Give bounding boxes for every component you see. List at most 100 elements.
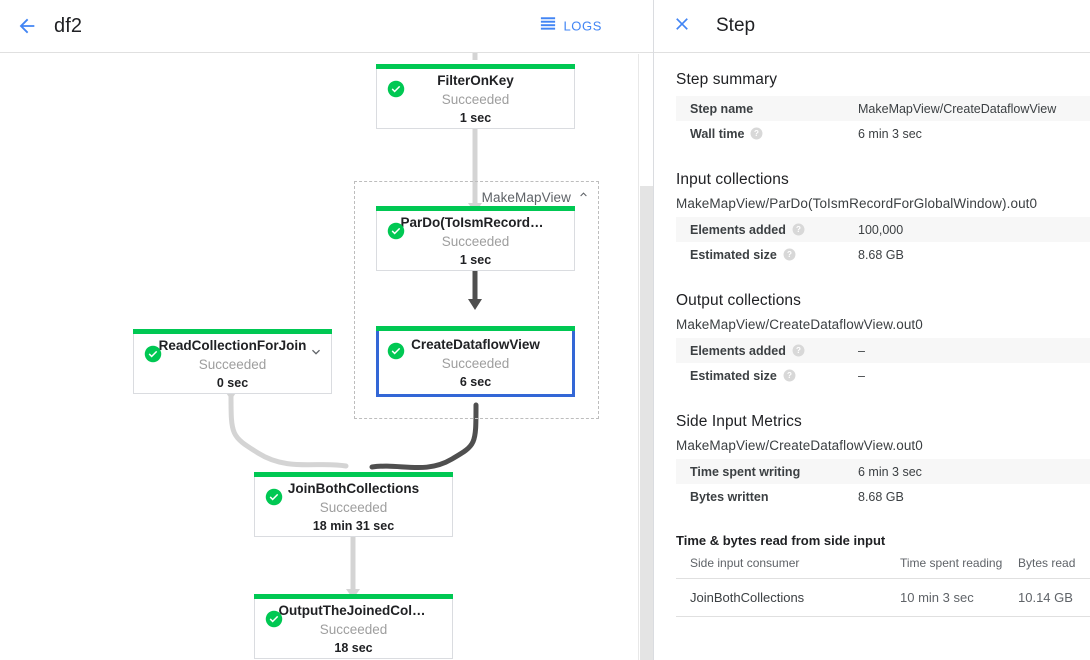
node-duration: 1 sec bbox=[459, 111, 492, 125]
node-status-bar bbox=[254, 594, 453, 599]
node-status-bar bbox=[376, 206, 575, 211]
table-row: Step name MakeMapView/CreateDataflowView bbox=[676, 96, 1090, 121]
row-key: Elements added? bbox=[676, 338, 844, 363]
node-status-bar bbox=[254, 472, 453, 477]
node-title: FilterOnKey bbox=[437, 73, 514, 88]
pane-divider bbox=[653, 0, 654, 660]
row-value: 6 min 3 sec bbox=[858, 464, 922, 479]
row-key: Step name bbox=[690, 101, 754, 116]
graph-scrollbar-thumb[interactable] bbox=[640, 186, 653, 660]
table-row: Estimated size? – bbox=[676, 363, 1090, 388]
graph-node-read-collection-for-join[interactable]: ReadCollectionForJoin Succeeded 0 sec bbox=[133, 329, 332, 394]
step-panel-header: Step bbox=[654, 0, 1090, 53]
chevron-down-icon[interactable] bbox=[308, 344, 324, 360]
graph-scrollbar[interactable] bbox=[638, 54, 653, 660]
check-circle-icon bbox=[144, 345, 162, 363]
node-status-bar bbox=[133, 329, 332, 334]
group-label: MakeMapView bbox=[481, 189, 571, 205]
logs-lines-icon bbox=[540, 16, 556, 37]
chevron-up-icon bbox=[577, 188, 590, 206]
svg-text:?: ? bbox=[796, 225, 801, 234]
job-header-bar: df2 LOGS bbox=[0, 0, 653, 53]
help-icon[interactable]: ? bbox=[792, 223, 805, 236]
help-icon[interactable]: ? bbox=[783, 369, 796, 382]
check-circle-icon bbox=[387, 342, 405, 360]
side-input-read-table-title: Time & bytes read from side input bbox=[676, 533, 886, 548]
section-heading-input-collections: Input collections bbox=[676, 171, 789, 188]
group-makemapview[interactable]: MakeMapView bbox=[354, 181, 599, 419]
close-icon bbox=[672, 14, 692, 39]
node-status: Succeeded bbox=[441, 234, 510, 249]
side-input-collection-name: MakeMapView/CreateDataflowView.out0 bbox=[676, 438, 923, 453]
node-duration: 0 sec bbox=[216, 376, 249, 390]
check-circle-icon bbox=[387, 80, 405, 98]
step-details-body: Step summary Step name MakeMapView/Creat… bbox=[654, 53, 1090, 660]
help-icon[interactable]: ? bbox=[750, 127, 763, 140]
section-heading-output-collections: Output collections bbox=[676, 292, 802, 309]
table-row: Bytes written 8.68 GB bbox=[676, 484, 1090, 509]
row-value: 8.68 GB bbox=[858, 489, 904, 504]
row-key: Bytes written bbox=[690, 489, 769, 504]
node-title: ReadCollectionForJoin bbox=[158, 338, 307, 353]
row-key: Estimated size? bbox=[676, 242, 844, 267]
row-value: – bbox=[858, 343, 865, 358]
node-status-bar bbox=[376, 64, 575, 69]
node-status: Succeeded bbox=[441, 92, 510, 107]
graph-node-pardo-toism-record-for[interactable]: ParDo(ToIsmRecordFor… Succeeded 1 sec bbox=[376, 206, 575, 271]
node-duration: 1 sec bbox=[459, 253, 492, 267]
step-details-pane: Step Step summary Step name MakeMapView/… bbox=[654, 0, 1090, 660]
table-row: Elements added? 100,000 bbox=[676, 217, 1090, 242]
node-status-bar bbox=[376, 326, 575, 331]
column-header-consumer[interactable]: Side input consumer bbox=[676, 552, 886, 579]
graph-node-create-dataflow-view[interactable]: CreateDataflowView Succeeded 6 sec bbox=[376, 326, 575, 397]
row-value: 100,000 bbox=[858, 222, 904, 237]
job-graph-pane: df2 LOGS bbox=[0, 0, 653, 660]
node-status: Succeeded bbox=[319, 500, 388, 515]
svg-text:?: ? bbox=[787, 250, 792, 259]
output-collections-table: Elements added? – Estimated size? – bbox=[676, 338, 1090, 388]
svg-text:?: ? bbox=[754, 129, 759, 138]
graph-node-filter-on-key[interactable]: FilterOnKey Succeeded 1 sec bbox=[376, 64, 575, 129]
graph-canvas[interactable]: MakeMapView bbox=[0, 53, 653, 660]
row-key: Elements added? bbox=[676, 217, 844, 242]
node-status: Succeeded bbox=[319, 622, 388, 637]
node-title: ParDo(ToIsmRecordFor… bbox=[400, 215, 551, 230]
graph-node-output-the-joined-collec[interactable]: OutputTheJoinedCollec… Succeeded 18 sec bbox=[254, 594, 453, 659]
check-circle-icon bbox=[265, 610, 283, 628]
cell-consumer: JoinBothCollections bbox=[676, 578, 886, 617]
page-title: df2 bbox=[54, 14, 83, 37]
table-row: Elements added? – bbox=[676, 338, 1090, 363]
step-summary-table: Step name MakeMapView/CreateDataflowView… bbox=[676, 96, 1090, 146]
close-button[interactable] bbox=[662, 6, 702, 46]
table-row: Wall time? 6 min 3 sec bbox=[676, 121, 1090, 146]
node-title: CreateDataflowView bbox=[411, 337, 540, 352]
node-duration: 18 min 31 sec bbox=[312, 519, 395, 533]
graph-node-join-both-collections[interactable]: JoinBothCollections Succeeded 18 min 31 … bbox=[254, 472, 453, 537]
node-status: Succeeded bbox=[441, 356, 510, 371]
table-row: JoinBothCollections 10 min 3 sec 10.14 G… bbox=[676, 578, 1090, 617]
node-duration: 6 sec bbox=[459, 375, 492, 389]
input-collection-name: MakeMapView/ParDo(ToIsmRecordForGlobalWi… bbox=[676, 196, 1038, 211]
help-icon[interactable]: ? bbox=[783, 248, 796, 261]
table-header-row: Side input consumer Time spent reading B… bbox=[676, 552, 1090, 579]
group-collapse-toggle[interactable]: MakeMapView bbox=[482, 188, 590, 206]
column-header-time-spent-reading[interactable]: Time spent reading bbox=[886, 552, 1004, 579]
table-row: Estimated size? 8.68 GB bbox=[676, 242, 1090, 267]
table-row: Time spent writing 6 min 3 sec bbox=[676, 459, 1090, 484]
side-input-metrics-table: Time spent writing 6 min 3 sec Bytes wri… bbox=[676, 459, 1090, 509]
row-key: Time spent writing bbox=[690, 464, 801, 479]
check-circle-icon bbox=[387, 222, 405, 240]
column-header-bytes-read[interactable]: Bytes read bbox=[1004, 552, 1090, 579]
cell-time-spent-reading: 10 min 3 sec bbox=[886, 578, 1004, 617]
logs-button[interactable]: LOGS bbox=[534, 12, 608, 41]
row-key-label: Estimated size bbox=[690, 368, 777, 383]
section-heading-side-input-metrics: Side Input Metrics bbox=[676, 413, 802, 430]
output-collection-name: MakeMapView/CreateDataflowView.out0 bbox=[676, 317, 923, 332]
check-circle-icon bbox=[265, 488, 283, 506]
row-key-label: Elements added bbox=[690, 343, 786, 358]
section-heading-step-summary: Step summary bbox=[676, 71, 778, 88]
help-icon[interactable]: ? bbox=[792, 344, 805, 357]
back-button[interactable] bbox=[4, 3, 50, 49]
cell-bytes-read: 10.14 GB bbox=[1004, 578, 1090, 617]
node-status: Succeeded bbox=[198, 357, 267, 372]
